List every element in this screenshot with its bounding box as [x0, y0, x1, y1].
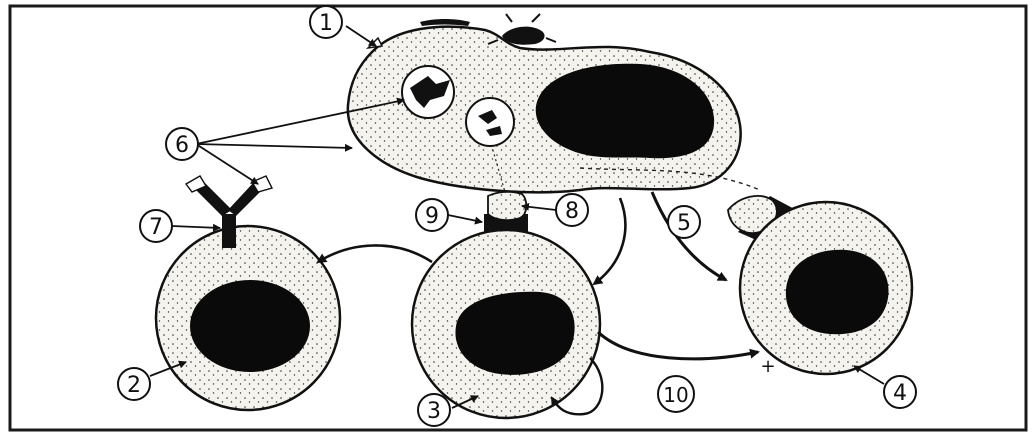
label-10-text: 10 — [663, 383, 688, 407]
plus-sign: + — [760, 356, 775, 377]
label-8-text: 8 — [565, 199, 579, 224]
label-4-text: 4 — [893, 381, 907, 406]
cell-4-nucleus — [786, 250, 889, 334]
label-4: 4 — [884, 376, 916, 408]
label-7-text: 7 — [149, 215, 163, 240]
label-6-text: 6 — [175, 133, 189, 158]
cytotoxic-t-cell-4 — [740, 202, 912, 374]
helper-t-cell-3 — [412, 230, 600, 418]
label-2-text: 2 — [127, 373, 141, 398]
label-8: 8 — [556, 194, 588, 226]
label-2: 2 — [118, 368, 150, 400]
label-5: 5 — [668, 206, 700, 238]
label-1: 1 — [310, 6, 342, 38]
label-7: 7 — [140, 210, 172, 242]
label-10: 10 — [658, 376, 694, 412]
cell-2-nucleus — [190, 280, 310, 372]
label-6: 6 — [166, 128, 198, 160]
plasma-cell-2 — [156, 226, 340, 410]
cell-3-nucleus — [455, 292, 574, 375]
label-1-text: 1 — [319, 11, 333, 36]
label-3: 3 — [418, 394, 450, 426]
label-3-text: 3 — [427, 399, 441, 424]
label-9-text: 9 — [425, 204, 439, 229]
label-9: 9 — [416, 199, 448, 231]
presented-antigen — [488, 192, 526, 220]
label-5-text: 5 — [677, 211, 691, 236]
